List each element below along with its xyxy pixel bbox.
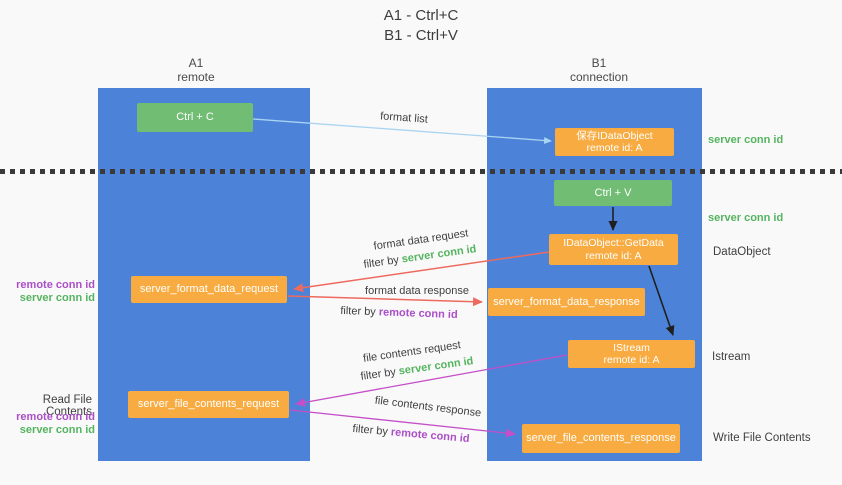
istream-side-label: Istream — [712, 351, 751, 363]
server-file-contents-response-node: server_file_contents_response — [522, 424, 680, 453]
write-file-contents-label: Write File Contents — [713, 432, 811, 444]
getdata-to-istream-arrow — [648, 265, 675, 336]
lifeline-a1-name: A1 — [188, 56, 204, 70]
lifeline-b1-role: connection — [569, 70, 629, 84]
save-idataobject-line2: remote id: A — [586, 142, 643, 154]
format-data-response-label: format data response — [365, 285, 469, 297]
server-file-contents-request-label: server_file_contents_request — [137, 398, 280, 411]
lifeline-a1-role: remote — [177, 70, 215, 84]
file-contents-request-arrow — [295, 354, 568, 407]
istream-line2: remote id: A — [603, 354, 660, 366]
getdata-line2: remote id: A — [585, 249, 642, 262]
filter-by-key-2: remote conn id — [378, 306, 458, 322]
server-format-data-request-label: server_format_data_request — [139, 283, 279, 296]
filter-by-prefix-4: filter by — [352, 422, 392, 439]
server-file-contents-response-label: server_file_contents_response — [526, 432, 676, 445]
conn-id-group-file: remote conn id server conn id — [0, 411, 95, 436]
istream-node: IStream remote id: A — [568, 340, 695, 368]
lifeline-header-b1: B1 connection — [499, 56, 699, 84]
server-conn-id-label-top: server conn id — [708, 134, 784, 146]
server-format-data-request-node: server_format_data_request — [131, 276, 287, 303]
filter-by-prefix-2: filter by — [340, 304, 380, 319]
copy-paste-separator-line — [0, 169, 842, 174]
server-conn-id-label-2: server conn id — [19, 423, 95, 436]
conn-id-group-format: remote conn id server conn id — [0, 279, 95, 304]
diagram-title: A1 - Ctrl+C B1 - Ctrl+V — [0, 6, 842, 46]
ctrl-c-node: Ctrl + C — [137, 103, 253, 132]
server-format-data-response-node: server_format_data_response — [488, 288, 645, 316]
format-data-request-arrow — [293, 251, 550, 293]
read-file-contents-label: Read File Contents — [42, 394, 92, 418]
format-list-arrow — [252, 118, 552, 144]
file-contents-response-arrow — [289, 409, 516, 438]
ctrl-v-label: Ctrl + V — [594, 186, 632, 199]
idataobject-getdata-node: IDataObject::GetData remote id: A — [549, 234, 678, 265]
dataobject-label: DataObject — [713, 246, 771, 258]
server-format-data-response-label: server_format_data_response — [493, 295, 640, 308]
title-line-2: B1 - Ctrl+V — [384, 27, 458, 44]
save-idataobject-node: 保存IDataObject remote id: A — [555, 128, 674, 156]
save-idataobject-line1: 保存IDataObject — [576, 129, 653, 142]
remote-conn-id-label-2: remote conn id — [16, 411, 95, 423]
ctrl-v-node: Ctrl + V — [554, 180, 672, 206]
server-conn-id-label-1: server conn id — [19, 291, 95, 304]
title-line-1: A1 - Ctrl+C — [383, 7, 459, 24]
istream-line1: IStream — [613, 341, 650, 354]
format-data-response-arrow — [287, 295, 483, 307]
server-file-contents-request-node: server_file_contents_request — [128, 391, 289, 418]
remote-conn-id-label-1: remote conn id — [16, 279, 95, 291]
lifeline-header-a1: A1 remote — [96, 56, 296, 84]
getdata-line1: IDataObject::GetData — [563, 237, 664, 249]
server-conn-id-label-mid: server conn id — [708, 212, 784, 224]
ctrl-c-label: Ctrl + C — [176, 111, 214, 124]
lifeline-b1-name: B1 — [591, 56, 607, 70]
